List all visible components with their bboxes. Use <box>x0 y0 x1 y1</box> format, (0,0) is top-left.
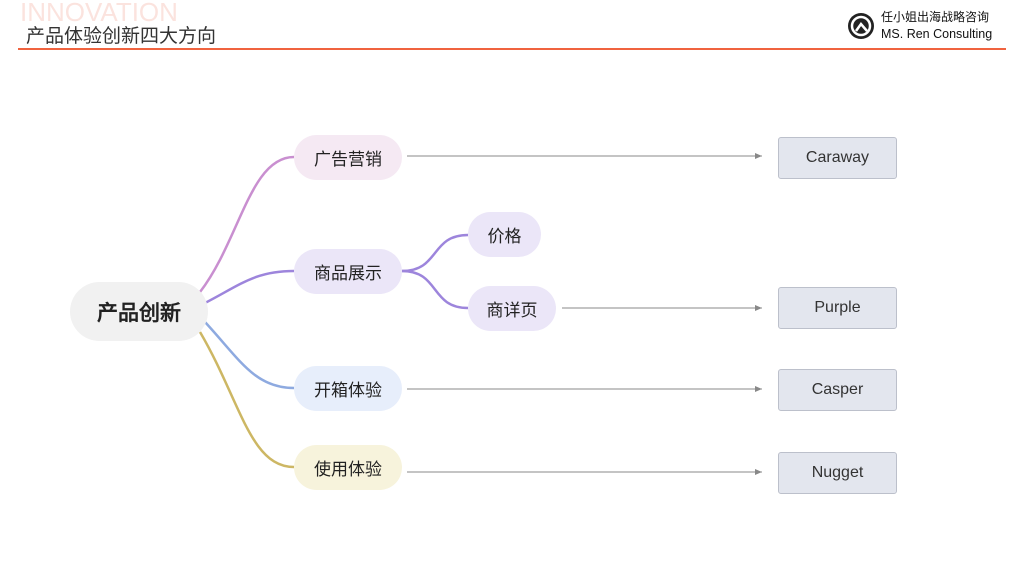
brand-name-cn: 任小姐出海战略咨询 <box>881 10 990 24</box>
example-box-purple: Purple <box>778 287 897 329</box>
page-title: 产品体验创新四大方向 <box>26 25 217 47</box>
example-box-caraway: Caraway <box>778 137 897 179</box>
branch-line-display <box>204 269 295 305</box>
example-box-casper: Casper <box>778 369 897 411</box>
branch-node-display: 商品展示 <box>294 249 402 294</box>
sub-node-price: 价格 <box>468 212 541 257</box>
branch-node-ads: 广告营销 <box>294 135 402 180</box>
sub-node-detail-page: 商详页 <box>468 286 556 331</box>
header-divider <box>18 48 1006 50</box>
example-box-nugget: Nugget <box>778 452 897 494</box>
branch-line-unboxing <box>204 321 295 390</box>
sub-line-price <box>401 233 469 273</box>
branch-line-ads <box>199 155 295 293</box>
watermark: INNOVATION <box>20 0 178 27</box>
branch-line-usage <box>198 331 295 469</box>
brand-logo-icon <box>848 13 874 39</box>
brand-name-en: MS. Ren Consulting <box>881 27 993 41</box>
branch-node-unboxing: 开箱体验 <box>294 366 402 411</box>
branch-node-usage: 使用体验 <box>294 445 402 490</box>
root-node: 产品创新 <box>70 282 208 341</box>
sub-line-detail <box>401 269 469 310</box>
